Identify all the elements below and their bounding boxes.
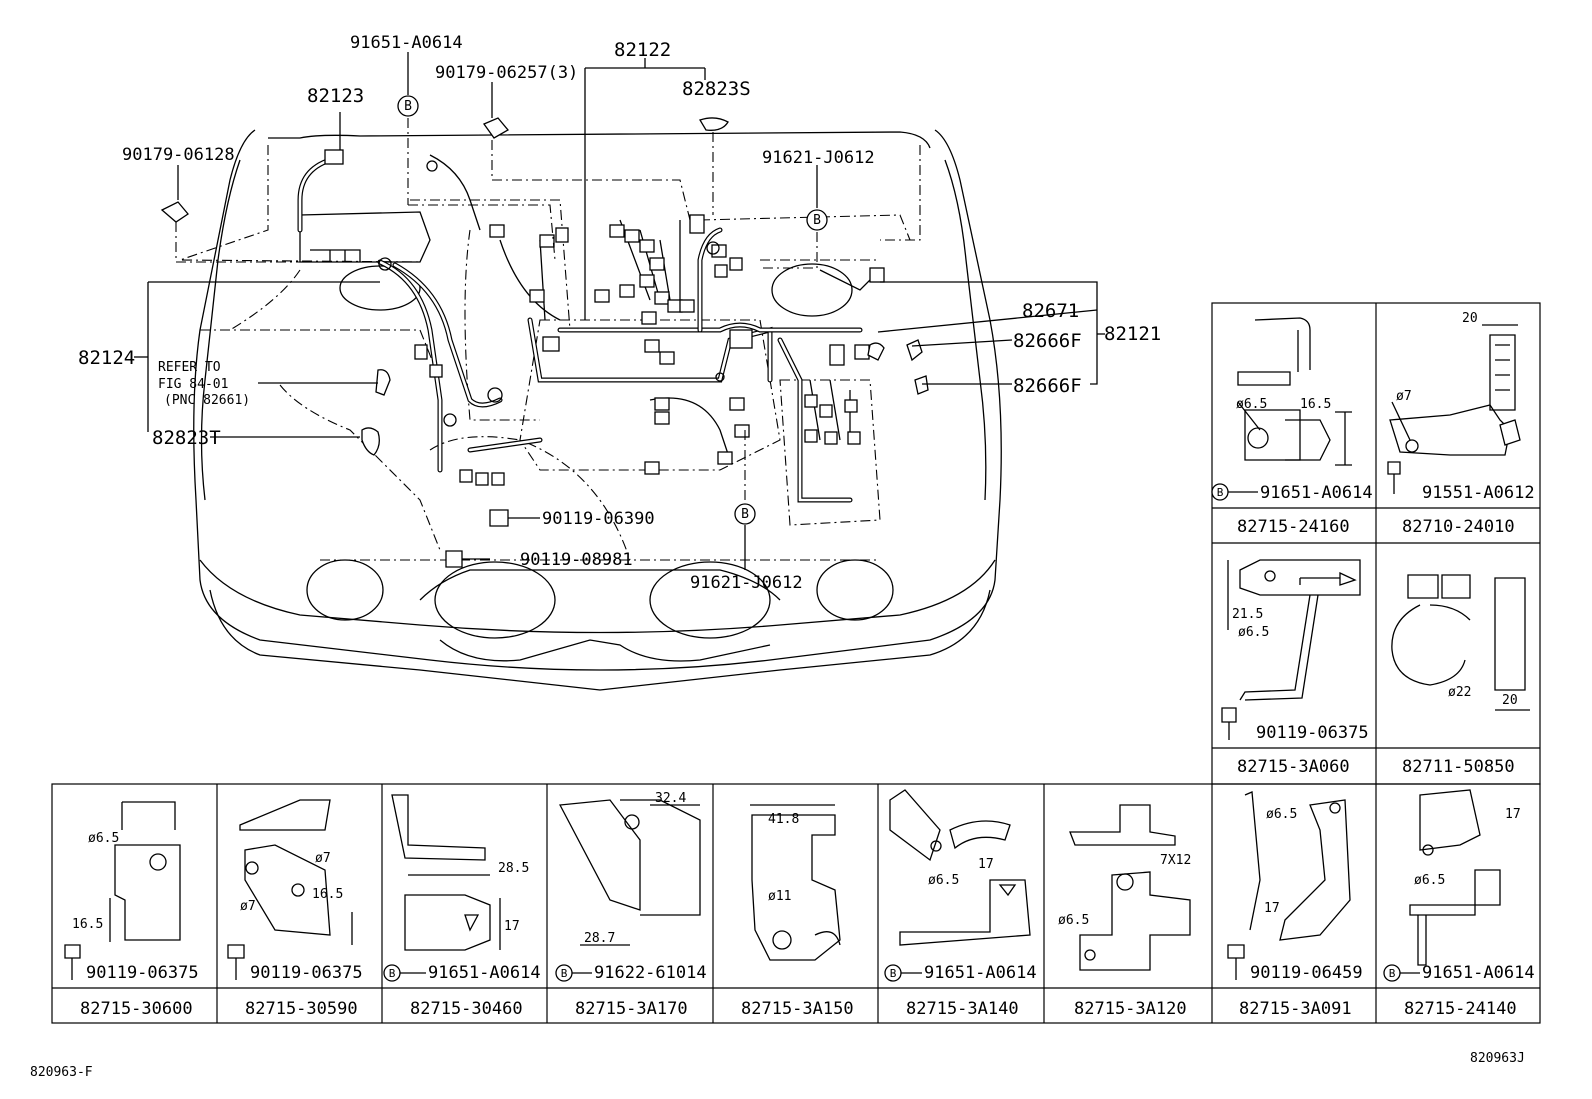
b-marker-91621-top-letter: B bbox=[813, 213, 821, 228]
label-82823S: 82823S bbox=[682, 78, 751, 100]
dim-b8-b: 17 bbox=[1264, 901, 1280, 916]
dim-r1-a: ø6.5 bbox=[1236, 397, 1267, 412]
fastener-91651-A0614-b9: 91651-A0614 bbox=[1422, 963, 1535, 983]
dim-r3-a: 21.5 bbox=[1232, 607, 1263, 622]
dim-b3-b: 17 bbox=[504, 919, 520, 934]
part-no-82715-24160: 82715-24160 bbox=[1237, 517, 1350, 537]
label-90119-08981: 90119-08981 bbox=[520, 550, 633, 570]
b-marker-cell-24160-letter: B bbox=[1217, 486, 1224, 499]
label-82122: 82122 bbox=[614, 39, 671, 61]
part-no-82715-30460: 82715-30460 bbox=[410, 999, 523, 1019]
b-marker-cell-24140-letter: B bbox=[1389, 967, 1396, 980]
b-markers: B B B B B B B B bbox=[383, 95, 1420, 982]
b-marker-cell-3A140-letter: B bbox=[890, 967, 897, 980]
dim-b8-a: ø6.5 bbox=[1266, 807, 1297, 822]
b-marker-91621-top bbox=[806, 209, 828, 231]
label-91621-J0612-top: 91621-J0612 bbox=[762, 148, 875, 168]
part-no-82715-24140: 82715-24140 bbox=[1404, 999, 1517, 1019]
b-marker-cell-3A170-letter: B bbox=[561, 967, 568, 980]
bottom-panel-labels: 82715-30600 82715-30590 82715-30460 8271… bbox=[72, 791, 1535, 1019]
footer: 820963-F 820963J bbox=[30, 1051, 1525, 1080]
label-82823T: 82823T bbox=[152, 427, 221, 449]
b-marker-91651-top bbox=[397, 95, 419, 117]
label-91621-J0612-bottom: 91621-J0612 bbox=[690, 573, 803, 593]
dim-r3-b: ø6.5 bbox=[1238, 625, 1269, 640]
fastener-91622-61014: 91622-61014 bbox=[594, 963, 707, 983]
refer-note-line-3: (PNC 82661) bbox=[164, 393, 250, 408]
callout-labels: 91651-A0614 82122 90179-06257(3) 82823S … bbox=[78, 33, 1161, 593]
label-82666F-2: 82666F bbox=[1013, 375, 1082, 397]
footer-right-code: 820963J bbox=[1470, 1051, 1525, 1066]
footer-left-code: 820963-F bbox=[30, 1065, 93, 1080]
fastener-90119-06375-r3: 90119-06375 bbox=[1256, 723, 1369, 743]
bracket-drawings-bottom bbox=[64, 789, 1501, 980]
dim-b5-a: 41.8 bbox=[768, 812, 799, 827]
refer-note-line-1: REFER TO bbox=[158, 360, 221, 375]
label-82123: 82123 bbox=[307, 85, 364, 107]
bottom-panel-grid bbox=[51, 783, 1541, 1024]
part-no-82715-3A091: 82715-3A091 bbox=[1239, 999, 1352, 1019]
fastener-90119-06375-b1: 90119-06375 bbox=[86, 963, 199, 983]
b-marker-91621-bottom bbox=[734, 503, 756, 525]
dim-b6-a: ø6.5 bbox=[928, 873, 959, 888]
part-no-82715-3A120: 82715-3A120 bbox=[1074, 999, 1187, 1019]
dim-b3-a: 28.5 bbox=[498, 861, 529, 876]
part-no-82715-3A170: 82715-3A170 bbox=[575, 999, 688, 1019]
dim-r4-b: 20 bbox=[1502, 693, 1518, 708]
label-82666F-1: 82666F bbox=[1013, 330, 1082, 352]
part-no-82715-3A060: 82715-3A060 bbox=[1237, 757, 1350, 777]
dim-r1-b: 16.5 bbox=[1300, 397, 1331, 412]
bracket-drawings-right bbox=[1221, 317, 1530, 740]
dim-b5-b: ø11 bbox=[768, 889, 791, 904]
fastener-90119-06459: 90119-06459 bbox=[1250, 963, 1363, 983]
label-82121: 82121 bbox=[1104, 323, 1161, 345]
fastener-91651-A0614-r1: 91651-A0614 bbox=[1260, 483, 1373, 503]
label-82671: 82671 bbox=[1022, 300, 1079, 322]
right-panel-labels: 82715-24160 82710-24010 82715-3A060 8271… bbox=[1232, 311, 1535, 777]
dim-b6-b: 17 bbox=[978, 857, 994, 872]
fastener-90119-06375-b2: 90119-06375 bbox=[250, 963, 363, 983]
wire-harness bbox=[160, 117, 929, 568]
part-no-82710-24010: 82710-24010 bbox=[1402, 517, 1515, 537]
dim-b2-a: ø7 bbox=[240, 899, 256, 914]
dim-b4-b: 28.7 bbox=[584, 931, 615, 946]
dim-r2-a: 20 bbox=[1462, 311, 1478, 326]
car-engine-bay-drawing bbox=[179, 129, 1002, 691]
dim-b7-b: ø6.5 bbox=[1058, 913, 1089, 928]
b-marker-91621-bottom-letter: B bbox=[741, 507, 749, 522]
dim-b1-b: 16.5 bbox=[72, 917, 103, 932]
leader-lines bbox=[134, 52, 1105, 570]
refer-note-line-2: FIG 84-01 bbox=[158, 377, 228, 392]
part-no-82715-3A150: 82715-3A150 bbox=[741, 999, 854, 1019]
part-no-82715-3A140: 82715-3A140 bbox=[906, 999, 1019, 1019]
fastener-91651-A0614-b3: 91651-A0614 bbox=[428, 963, 541, 983]
b-marker-cell-30460-letter: B bbox=[389, 967, 396, 980]
part-no-82715-30590: 82715-30590 bbox=[245, 999, 358, 1019]
dim-b7-a: 7X12 bbox=[1160, 853, 1191, 868]
label-82124: 82124 bbox=[78, 347, 135, 369]
dim-b4-a: 32.4 bbox=[655, 791, 686, 806]
part-no-82715-30600: 82715-30600 bbox=[80, 999, 193, 1019]
label-90179-06128: 90179-06128 bbox=[122, 145, 235, 165]
dim-b9-b: ø6.5 bbox=[1414, 873, 1445, 888]
fastener-91651-A0614-b6: 91651-A0614 bbox=[924, 963, 1037, 983]
part-no-82711-50850: 82711-50850 bbox=[1402, 757, 1515, 777]
label-90119-06390: 90119-06390 bbox=[542, 509, 655, 529]
dim-b9-a: 17 bbox=[1505, 807, 1521, 822]
dim-b2-c: 16.5 bbox=[312, 887, 343, 902]
dim-r2-b: ø7 bbox=[1396, 389, 1412, 404]
dim-b2-b: ø7 bbox=[315, 851, 331, 866]
label-91651-A0614-top: 91651-A0614 bbox=[350, 33, 463, 53]
fastener-91551-A0612: 91551-A0612 bbox=[1422, 483, 1535, 503]
b-marker-91651-top-letter: B bbox=[404, 99, 412, 114]
label-90179-06257: 90179-06257(3) bbox=[435, 63, 578, 83]
dim-r4-a: ø22 bbox=[1448, 685, 1471, 700]
dim-b1-a: ø6.5 bbox=[88, 831, 119, 846]
